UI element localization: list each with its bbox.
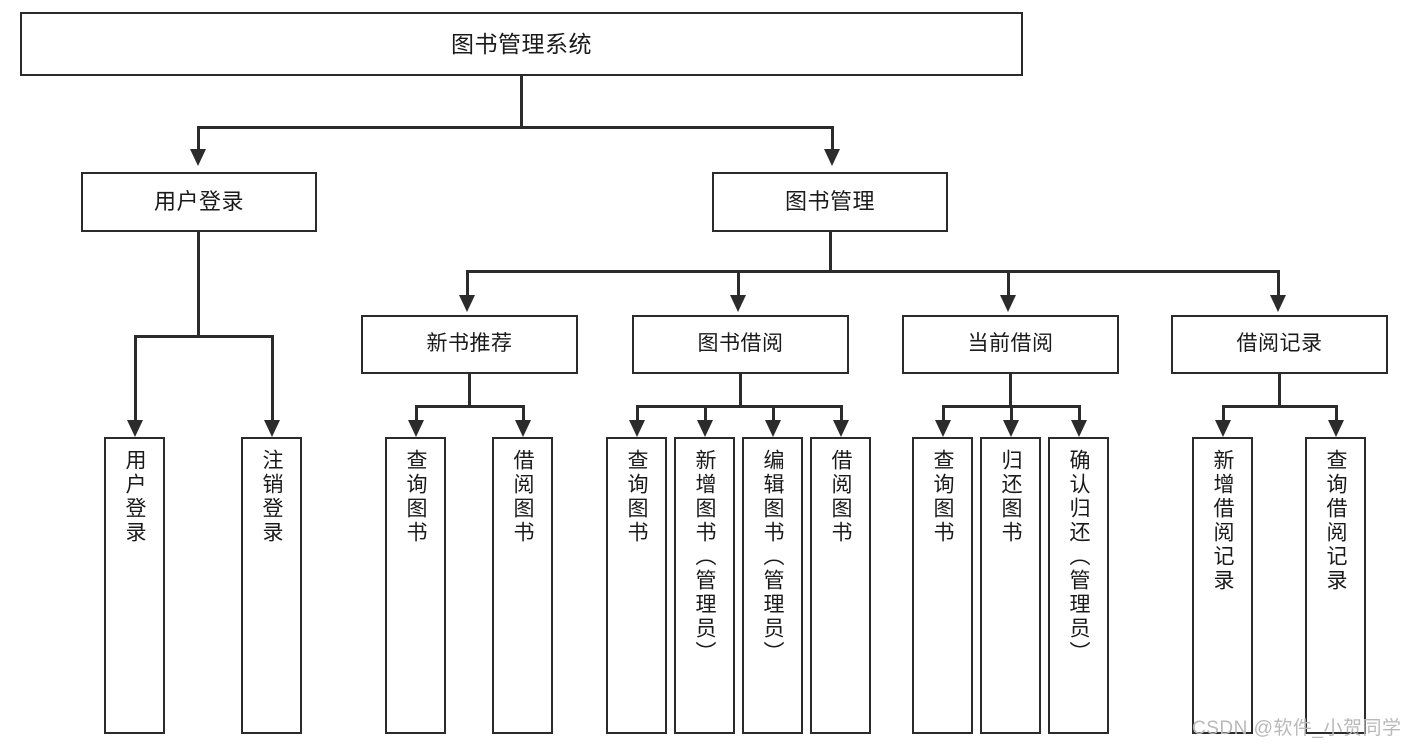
node-book-borrow[interactable]: 图书借阅 <box>632 315 849 374</box>
connector-bb-drop-4 <box>840 405 843 420</box>
arrow-nbr-leaf-1 <box>408 420 424 437</box>
leaf-bb-borrow-book[interactable]: 借阅图书 <box>810 437 871 734</box>
connector-nbr-drop-1 <box>415 405 418 420</box>
connector-root-bus <box>197 126 834 129</box>
node-label: 查询图书 <box>625 449 648 545</box>
connector-bm-drop-2 <box>737 270 740 295</box>
connector-book-mgmt-stem <box>829 232 832 270</box>
leaf-nbr-borrow-book[interactable]: 借阅图书 <box>492 437 553 734</box>
arrow-bb-leaf-2 <box>697 420 713 437</box>
connector-br-drop-1 <box>1222 405 1225 420</box>
leaf-bb-edit-book-admin[interactable]: 编辑图书（管理员） <box>742 437 803 734</box>
node-label: 查询借阅记录 <box>1324 449 1347 593</box>
node-label: 注销登录 <box>260 449 283 545</box>
node-label: 借阅记录 <box>1236 332 1323 356</box>
arrow-cb-leaf-3 <box>1071 420 1087 437</box>
connector-root-to-book-mgmt <box>831 126 834 149</box>
leaf-cb-confirm-return-admin[interactable]: 确认归还（管理员） <box>1048 437 1109 734</box>
node-label: 归还图书 <box>999 449 1022 545</box>
leaf-bb-query-book[interactable]: 查询图书 <box>606 437 667 734</box>
arrow-to-leaf-user-login <box>127 420 143 437</box>
connector-root-stem <box>520 76 523 126</box>
leaf-bb-add-book-admin[interactable]: 新增图书（管理员） <box>674 437 735 734</box>
node-borrow-record[interactable]: 借阅记录 <box>1171 315 1388 374</box>
connector-br-bus <box>1222 405 1338 408</box>
connector-bb-drop-3 <box>772 405 775 420</box>
node-label: 图书借阅 <box>697 332 784 356</box>
connector-user-login-bus <box>134 335 274 338</box>
node-label: 查询图书 <box>404 449 427 545</box>
connector-nbr-drop-2 <box>522 405 525 420</box>
connector-bb-stem <box>739 374 742 405</box>
node-label: 查询图书 <box>931 449 954 545</box>
node-new-book-recommend[interactable]: 新书推荐 <box>361 315 578 374</box>
arrow-bb-leaf-4 <box>833 420 849 437</box>
arrow-bb-leaf-3 <box>765 420 781 437</box>
arrow-to-borrow-record <box>1270 295 1286 312</box>
arrow-cb-leaf-2 <box>1003 420 1019 437</box>
arrow-to-book-borrow <box>730 295 746 312</box>
connector-cb-drop-1 <box>942 405 945 420</box>
connector-br-drop-2 <box>1335 405 1338 420</box>
leaf-logout[interactable]: 注销登录 <box>241 437 302 734</box>
node-label: 用户登录 <box>123 449 146 545</box>
node-label: 图书管理 <box>784 189 875 215</box>
arrow-to-book-mgmt <box>824 149 840 166</box>
node-label: 借阅图书 <box>829 449 852 545</box>
connector-bm-drop-1 <box>466 270 469 295</box>
node-label: 编辑图书（管理员） <box>761 449 784 665</box>
arrow-to-new-book-recommend <box>459 295 475 312</box>
node-label: 新增图书（管理员） <box>693 449 716 665</box>
leaf-nbr-query-book[interactable]: 查询图书 <box>385 437 446 734</box>
connector-cb-drop-2 <box>1010 405 1013 420</box>
leaf-cb-query-book[interactable]: 查询图书 <box>912 437 973 734</box>
node-current-borrow[interactable]: 当前借阅 <box>902 315 1119 374</box>
leaf-cb-return-book[interactable]: 归还图书 <box>980 437 1041 734</box>
arrow-to-current-borrow <box>1000 295 1016 312</box>
connector-cb-stem <box>1009 374 1012 405</box>
arrow-bb-leaf-1 <box>629 420 645 437</box>
arrow-to-leaf-logout <box>264 420 280 437</box>
node-label: 当前借阅 <box>967 332 1054 356</box>
node-root-book-management-system[interactable]: 图书管理系统 <box>20 12 1023 76</box>
connector-user-login-drop-2 <box>271 335 274 420</box>
leaf-user-login[interactable]: 用户登录 <box>104 437 165 734</box>
node-label: 确认归还（管理员） <box>1067 449 1090 665</box>
arrow-to-user-login <box>190 149 206 166</box>
arrow-br-leaf-1 <box>1215 420 1231 437</box>
connector-book-mgmt-bus <box>466 270 1280 273</box>
connector-nbr-stem <box>468 374 471 405</box>
connector-user-login-stem <box>197 232 200 335</box>
arrow-nbr-leaf-2 <box>515 420 531 437</box>
node-label: 图书管理系统 <box>451 30 592 57</box>
node-label: 新书推荐 <box>426 332 513 356</box>
connector-bm-drop-4 <box>1277 270 1280 295</box>
node-label: 新增借阅记录 <box>1211 449 1234 593</box>
connector-user-login-drop-1 <box>134 335 137 420</box>
connector-br-stem <box>1278 374 1281 405</box>
connector-nbr-bus <box>415 405 525 408</box>
arrow-cb-leaf-1 <box>935 420 951 437</box>
connector-bb-drop-1 <box>636 405 639 420</box>
leaf-br-query-record[interactable]: 查询借阅记录 <box>1305 437 1366 734</box>
arrow-br-leaf-2 <box>1328 420 1344 437</box>
connector-bb-drop-2 <box>704 405 707 420</box>
leaf-br-add-record[interactable]: 新增借阅记录 <box>1192 437 1253 734</box>
connector-bm-drop-3 <box>1007 270 1010 295</box>
node-label: 用户登录 <box>153 189 244 215</box>
node-label: 借阅图书 <box>511 449 534 545</box>
connector-cb-drop-3 <box>1078 405 1081 420</box>
node-book-management[interactable]: 图书管理 <box>712 172 948 232</box>
connector-bb-bus <box>636 405 843 408</box>
connector-root-to-user-login <box>197 126 200 149</box>
node-user-login[interactable]: 用户登录 <box>81 172 317 232</box>
